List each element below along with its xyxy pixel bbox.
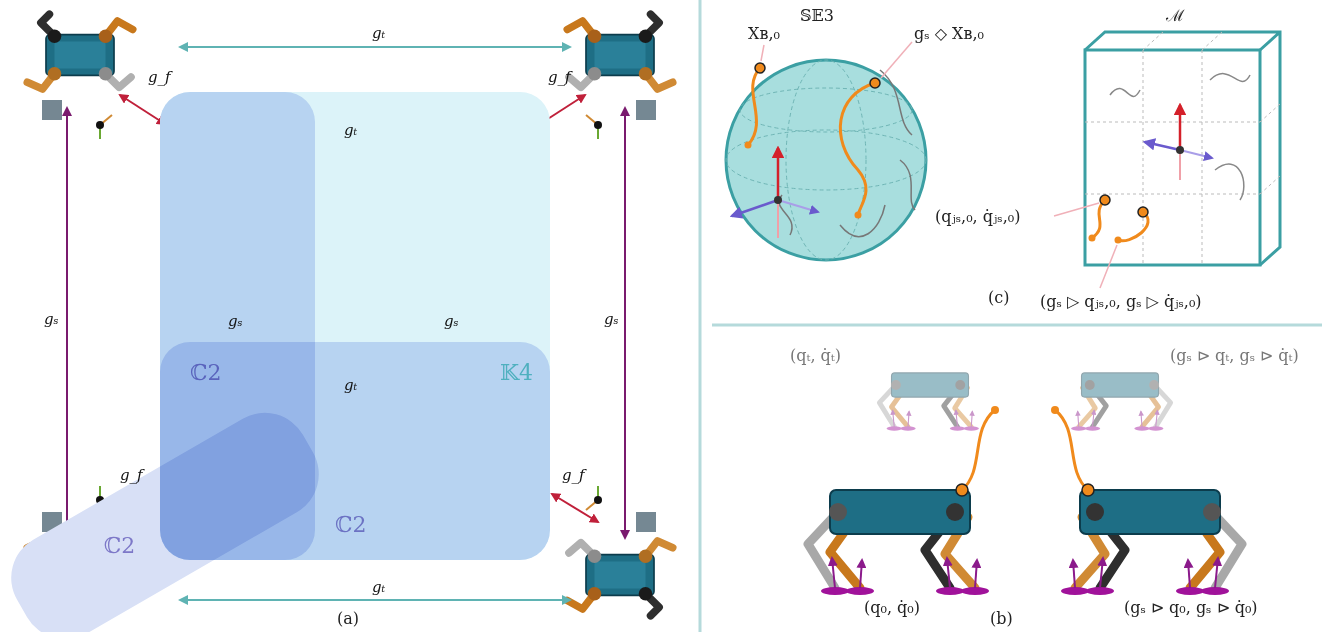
symmetry-label: gₛ — [604, 310, 619, 328]
panel-tag: (c) — [988, 288, 1009, 307]
joint-space-cube — [1054, 32, 1280, 288]
space-name: ℳ — [1166, 4, 1184, 26]
state-label: (gₛ ⊳ q₀, gₛ ⊳ q̇₀) — [1124, 598, 1258, 617]
group-name: 𝕂4 — [500, 360, 533, 385]
symmetry-label: gₛ — [44, 310, 59, 328]
symmetry-label: gₜ — [372, 24, 385, 42]
symmetry-label: g_f — [562, 466, 585, 484]
symmetry-label: gₛ — [444, 312, 459, 330]
panel-divider — [699, 0, 702, 632]
state-label: (q₀, q̇₀) — [864, 598, 920, 617]
state-label: Xʙ,₀ — [748, 24, 780, 43]
se3-sphere — [726, 42, 926, 260]
symmetry-label: g_f — [120, 466, 143, 484]
panel-divider — [712, 324, 1322, 327]
symmetry-label: gₜ — [344, 121, 357, 139]
space-name: 𝕊𝔼3 — [800, 6, 834, 25]
group-name: ℂ2 — [104, 533, 136, 558]
symmetry-label: gₜ — [372, 578, 385, 596]
symmetry-label: gₜ — [344, 376, 357, 394]
panel-tag: (a) — [337, 609, 359, 628]
state-label: gₛ ◇ Xʙ,₀ — [914, 24, 984, 43]
state-label: (gₛ ▷ qⱼₛ,₀, gₛ ▷ q̇ⱼₛ,₀) — [1040, 292, 1202, 311]
state-label: (gₛ ⊳ qₜ, gₛ ⊳ q̇ₜ) — [1170, 346, 1299, 365]
group-name: ℂ2 — [335, 512, 367, 537]
state-label: (qₜ, q̇ₜ) — [790, 346, 841, 365]
symmetry-label: gₛ — [228, 312, 243, 330]
symmetry-label: g_f — [148, 68, 171, 86]
state-label: (qⱼₛ,₀, q̇ⱼₛ,₀) — [935, 207, 1020, 226]
symmetry-label: g_f — [548, 68, 571, 86]
panel-tag: (b) — [990, 609, 1013, 628]
robot-side-views — [808, 373, 1242, 595]
